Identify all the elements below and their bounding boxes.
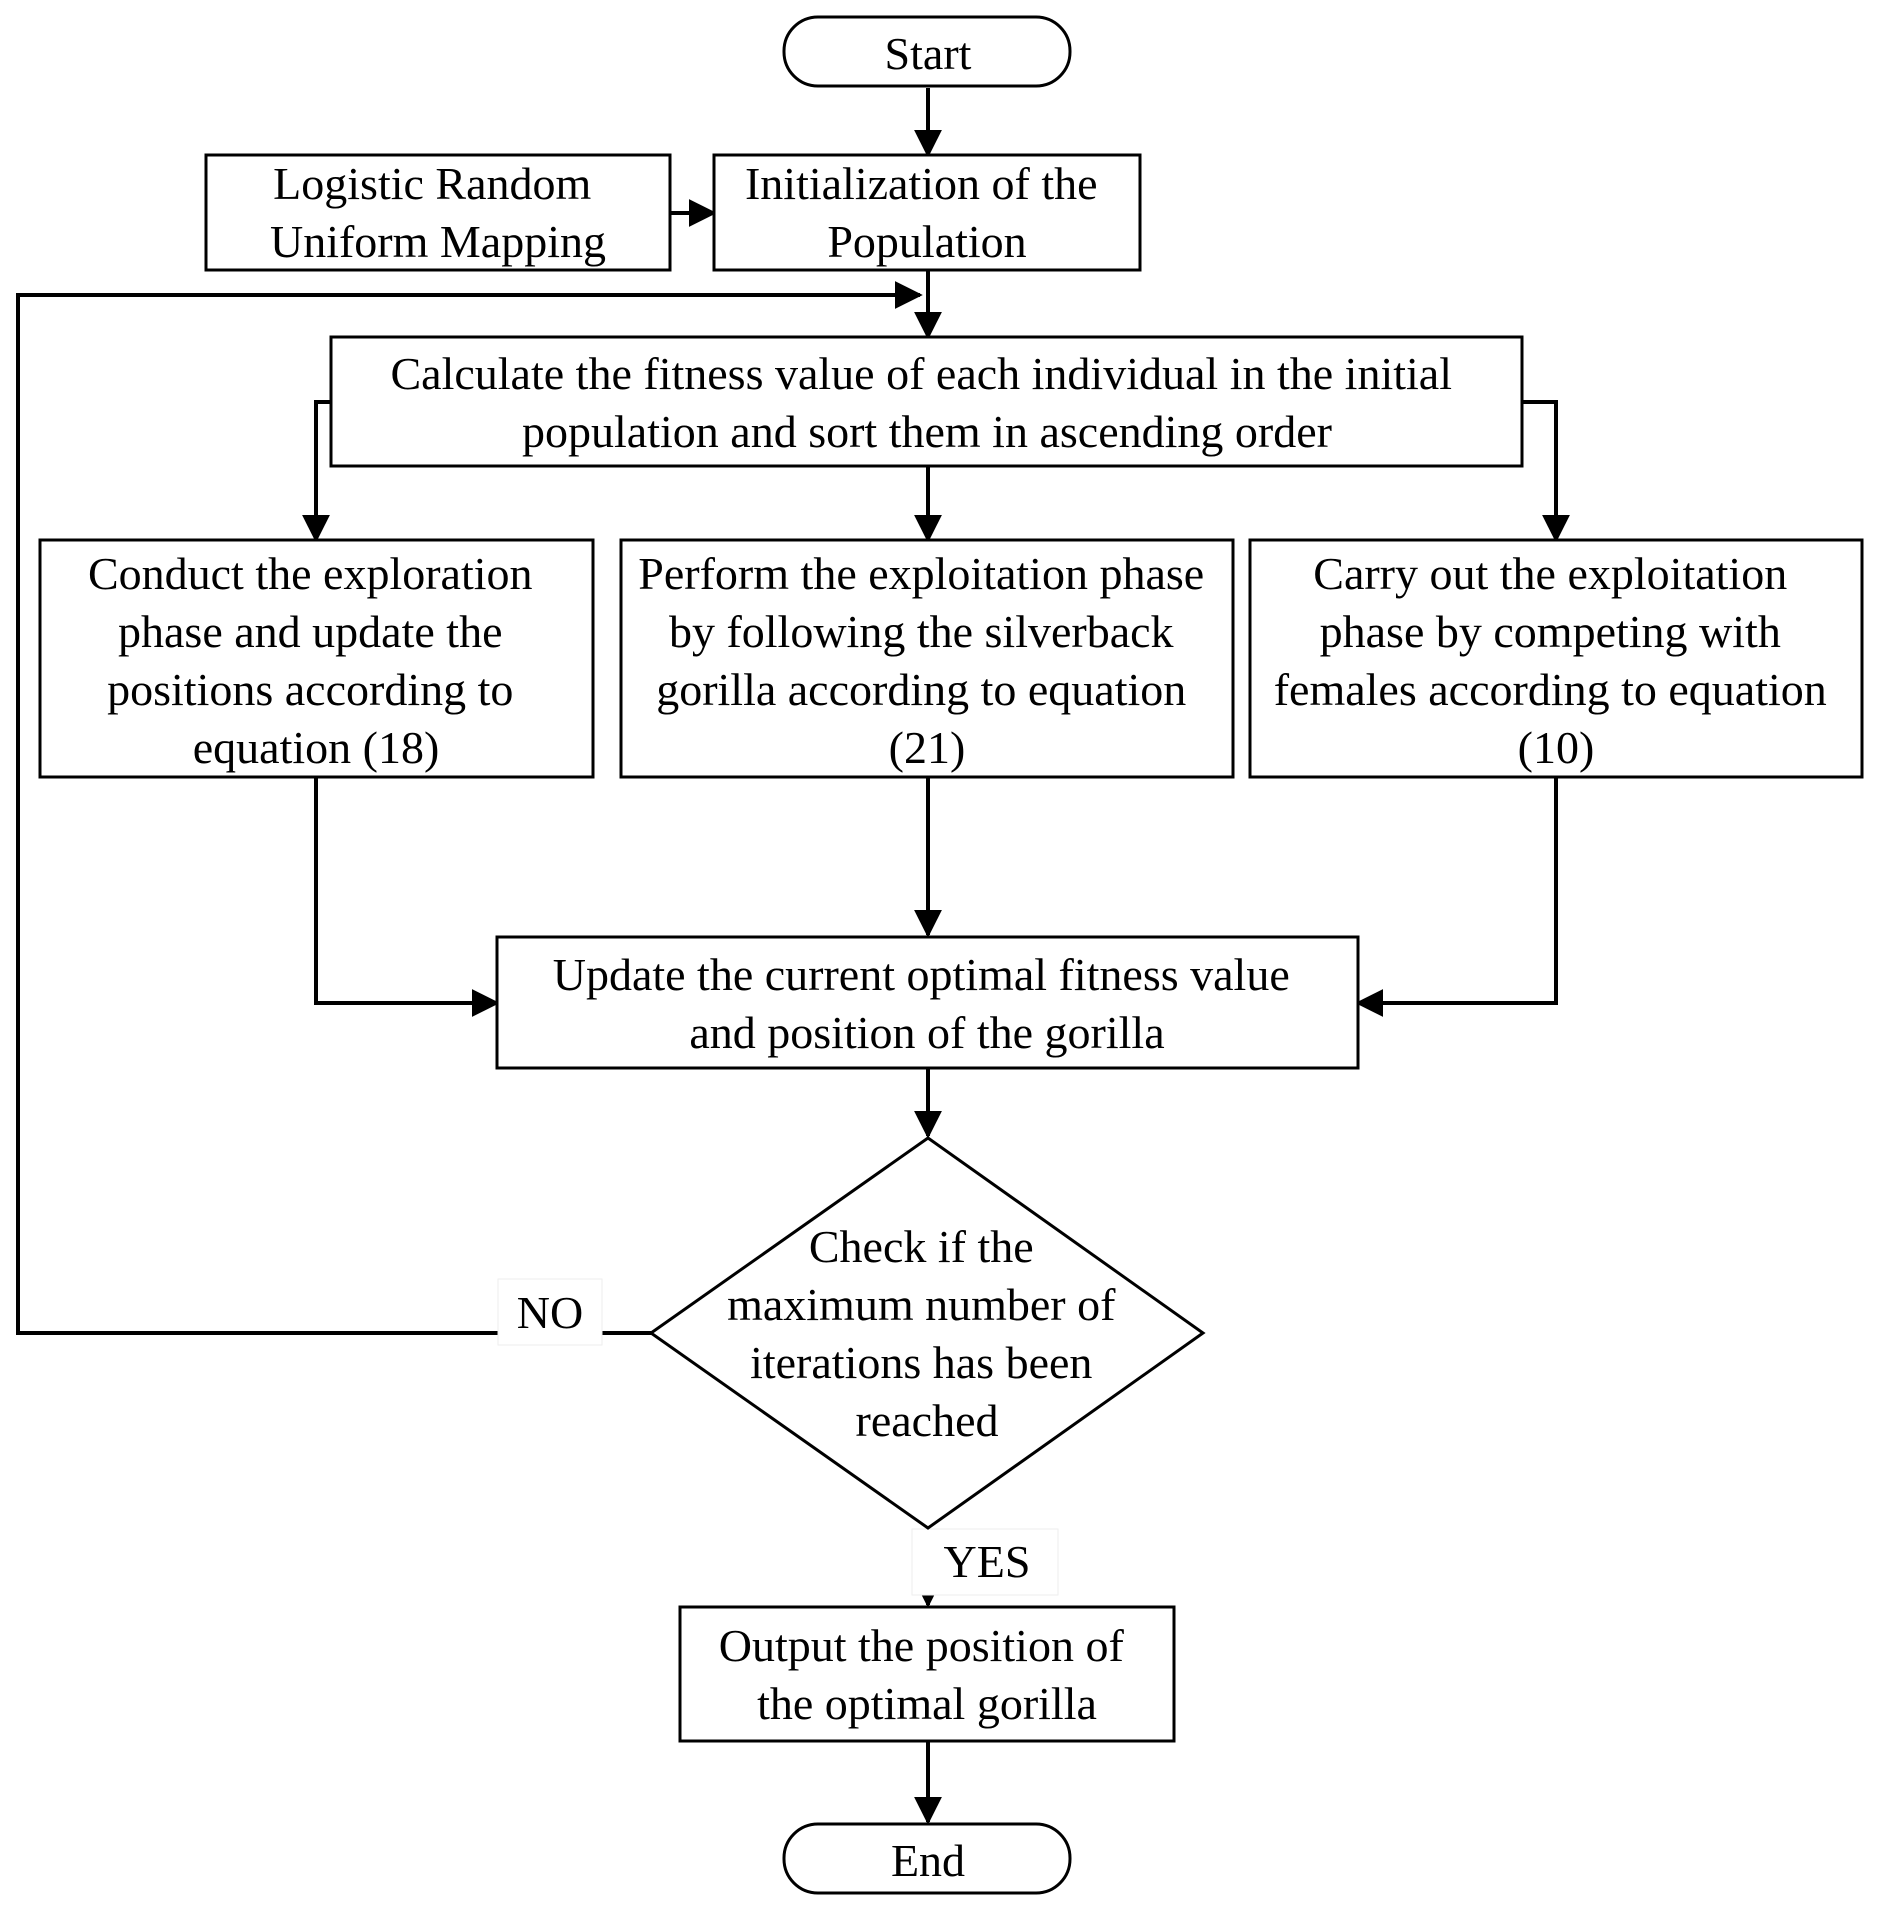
exploration-box: Conduct the exploration phase and update… (38, 538, 595, 779)
females-text: Carry out the exploitation phase by comp… (1274, 548, 1839, 773)
check-diamond: Check if the maximum number of iteration… (648, 1136, 1206, 1530)
start-text: Start (885, 28, 972, 79)
edge-label-yes: YES (911, 1528, 1059, 1596)
silverback-text: Perform the exploitation phase by follow… (638, 548, 1215, 773)
check-text: Check if the maximum number of iteration… (727, 1221, 1127, 1446)
update-box: Update the current optimal fitness value… (495, 935, 1360, 1070)
output-box: Output the position of the optimal goril… (678, 1605, 1176, 1743)
edge-exploration-to-update (314, 777, 500, 1017)
edge-check-no-loop (16, 281, 923, 1335)
output-text: Output the position of the optimal goril… (719, 1620, 1136, 1729)
yes-label: YES (944, 1536, 1031, 1587)
logistic-mapping-box: Logistic Random Uniform Mapping (204, 153, 672, 272)
update-text: Update the current optimal fitness value… (553, 949, 1302, 1058)
logistic-mapping-text: Logistic Random Uniform Mapping (270, 158, 606, 267)
end-node: End (782, 1822, 1072, 1895)
females-box: Carry out the exploitation phase by comp… (1248, 538, 1864, 779)
initialization-text: Initialization of the Population (745, 158, 1109, 267)
edge-fitness-to-females (1522, 400, 1570, 543)
silverback-box: Perform the exploitation phase by follow… (619, 538, 1235, 779)
exploration-text: Conduct the exploration phase and update… (88, 548, 544, 773)
edge-label-no: NO (497, 1278, 603, 1346)
edge-females-to-update (1355, 777, 1558, 1017)
end-text: End (891, 1835, 965, 1886)
edge-fitness-to-exploration (302, 400, 331, 543)
no-label: NO (517, 1287, 583, 1338)
fitness-text: Calculate the fitness value of each indi… (390, 348, 1463, 457)
start-node: Start (782, 15, 1072, 88)
fitness-box: Calculate the fitness value of each indi… (329, 335, 1524, 468)
initialization-box: Initialization of the Population (712, 153, 1142, 272)
